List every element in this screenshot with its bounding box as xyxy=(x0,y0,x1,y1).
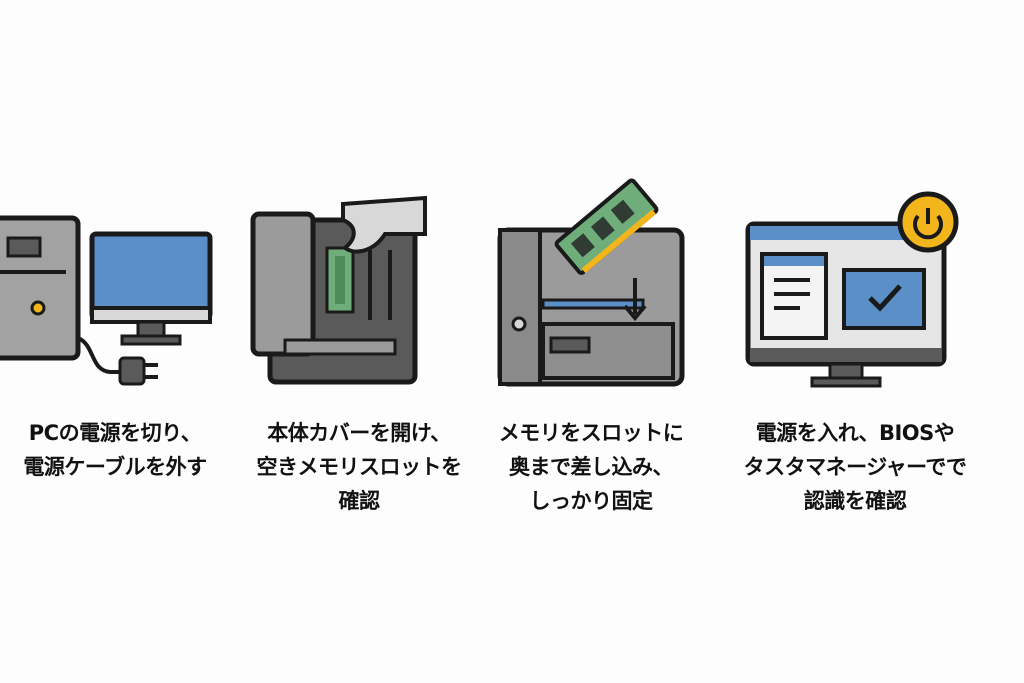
caption-line: 認識を確認 xyxy=(803,489,907,513)
caption-line: しっかり固定 xyxy=(529,489,654,513)
caption-line: 電源ケーブルを外す xyxy=(23,455,207,479)
caption-line: PCの電源を切り、 xyxy=(28,421,202,445)
open-case-icon xyxy=(250,195,427,385)
step-2-caption: 本体カバーを開け、 空きメモリスロットを 確認 xyxy=(229,416,489,518)
caption-line: 本体カバーを開け、 xyxy=(267,421,451,445)
caption-line: タスタマネージャーでで xyxy=(743,455,967,479)
monitor-check-icon xyxy=(745,191,959,388)
step-1-caption: PCの電源を切り、 電源ケーブルを外す xyxy=(0,416,245,484)
caption-line: 奥まで差し込み、 xyxy=(509,455,674,479)
caption-line: 電源を入れ、BIOSや xyxy=(755,421,955,445)
step-3-caption: メモリをスロットに 奥まで差し込み、 しっかり固定 xyxy=(461,416,721,518)
pc-unplug-icon xyxy=(0,215,213,386)
step-4-caption: 電源を入れ、BIOSや タスタマネージャーでで 認識を確認 xyxy=(725,416,985,518)
caption-line: 確認 xyxy=(338,489,381,513)
caption-line: メモリをスロットに xyxy=(498,421,684,445)
insert-memory-icon xyxy=(497,178,685,387)
caption-line: 空きメモリスロットを xyxy=(256,455,463,479)
